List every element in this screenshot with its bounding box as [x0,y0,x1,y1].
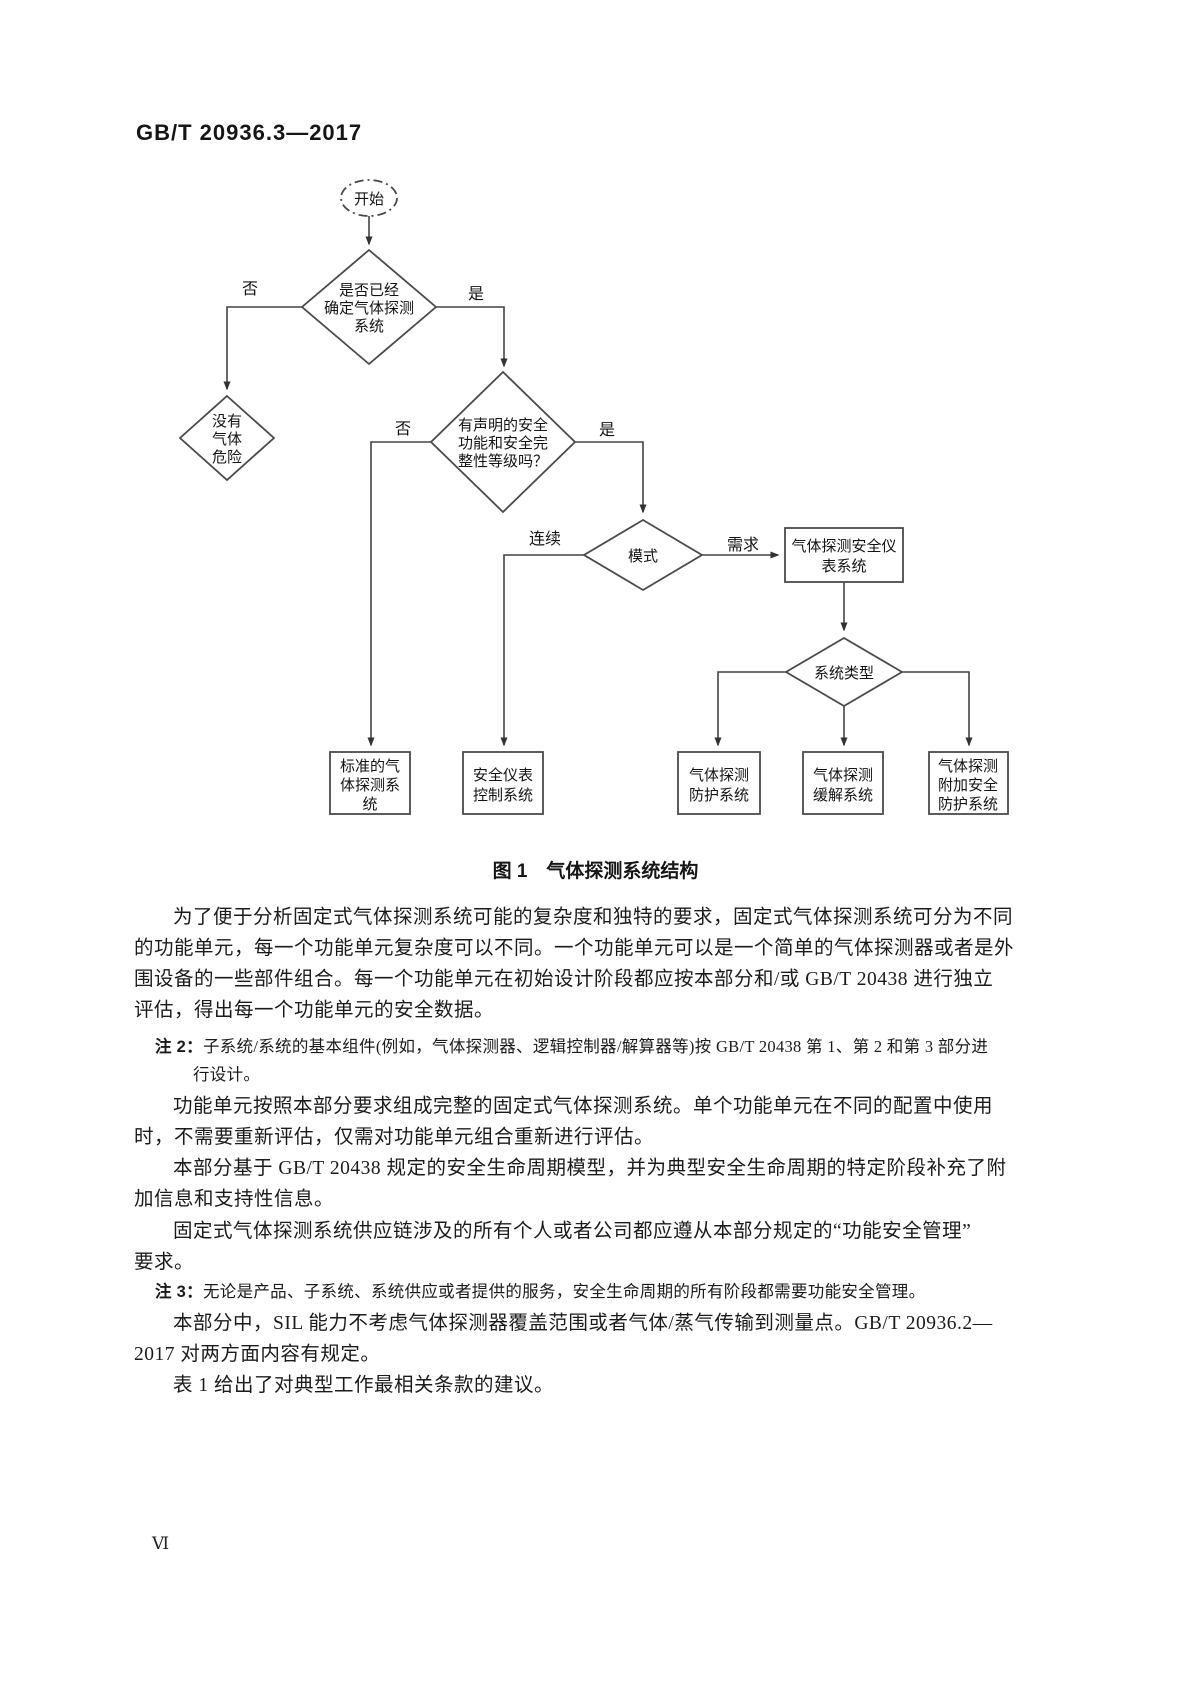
box-mitigation-line1: 气体探测 [813,767,873,784]
text-line: 表 1 给出了对典型工作最相关条款的建议。 [173,1375,555,1396]
paragraph-3: 本部分基于 GB/T 20438 规定的安全生命周期模型，并为典型安全生命周期的… [134,1153,1064,1215]
text-line: 功能单元按照本部分要求组成完整的固定式气体探测系统。单个功能单元在不同的配置中使… [173,1096,994,1117]
note-line: 注 2：子系统/系统的基本组件(例如，气体探测器、逻辑控制器/解算器等)按 GB… [155,1033,1065,1061]
box-standard-gas-detection-system [329,751,411,815]
note-2: 注 2：子系统/系统的基本组件(例如，气体探测器、逻辑控制器/解算器等)按 GB… [155,1033,1065,1088]
text-line: 加信息和支持性信息。 [134,1189,335,1210]
box-gas-detection-protection-system [677,751,761,815]
text-line: 围设备的一些部件组合。每一个功能单元在初始设计阶段都应按本部分和/或 GB/T … [134,969,994,990]
text-line: 为了便于分析固定式气体探测系统可能的复杂度和独特的要求，固定式气体探测系统可分为… [173,907,1014,928]
decision-declared-sil [429,370,577,514]
paragraph-4: 固定式气体探测系统供应链涉及的所有个人或者公司都应遵从本部分规定的“功能安全管理… [134,1216,1064,1278]
text-line: 的功能单元，每一个功能单元复杂度可以不同。一个功能单元可以是一个简单的气体探测器… [134,938,1015,959]
note-label: 注 2： [155,1038,203,1056]
edge-type-to-additional [902,671,973,747]
box-additional-line2: 附加安全 [938,776,998,794]
text-line: 固定式气体探测系统供应链涉及的所有个人或者公司都应遵从本部分规定的“功能安全管理… [173,1221,972,1242]
paragraph-5: 本部分中，SIL 能力不考虑气体探测器覆盖范围或者气体/蒸气传输到测量点。GB/… [134,1308,1064,1370]
result-no-gas-hazard [178,394,276,482]
edge-yes-to-mode [575,441,647,514]
paragraph-2: 功能单元按照本部分要求组成完整的固定式气体探测系统。单个功能单元在不同的配置中使… [134,1091,1064,1153]
box-standard-line3: 统 [362,796,377,813]
no-gas-hazard-line3: 危险 [212,449,242,466]
decision-system-identified-line2: 确定气体探测 [324,300,414,317]
box-sic-line2: 控制系统 [473,787,533,804]
start-terminator [340,179,398,217]
box-protection-line1: 气体探测 [689,767,749,784]
box-gas-detection-sis-line1: 气体探测安全仪 [791,537,896,555]
edge-continuous-to-sic [500,554,584,747]
paragraph-6: 表 1 给出了对典型工作最相关条款的建议。 [134,1370,1064,1401]
edge-label-no-2: 否 [395,421,411,438]
note-line: 行设计。 [193,1065,261,1084]
edge-yes-to-sil-decision [436,306,508,368]
text-line: 评估，得出每一个功能单元的安全数据。 [134,1000,495,1021]
edge-no-to-no-hazard [223,306,302,391]
note-text: 子系统/系统的基本组件(例如，气体探测器、逻辑控制器/解算器等)按 GB/T 2… [202,1037,989,1056]
edge-label-no-1: 否 [242,281,258,298]
box-additional-line1: 气体探测 [938,758,998,775]
box-additional-line3: 防护系统 [938,796,998,813]
decision-declared-sil-line1: 有声明的安全 [458,416,548,434]
no-gas-hazard-line1: 没有 [212,413,242,430]
figure-flowchart: 开始 是否已经 确定气体探测 系统 否 是 没有 气体 危险 有声明的安全 功能… [178,179,1009,815]
decision-mode [582,518,704,592]
box-sic-line1: 安全仪表 [473,766,533,784]
text-line: 时，不需要重新评估，仅需对功能单元组合重新进行评估。 [134,1127,655,1148]
decision-system-identified-line3: 系统 [354,318,384,335]
decision-system-identified [300,248,438,366]
edge-label-demand: 需求 [727,536,759,554]
text-line: 要求。 [134,1252,195,1273]
edge-label-continuous: 连续 [529,530,561,548]
edge-label-yes-1: 是 [468,286,484,303]
box-standard-line2: 体探测系 [340,777,400,794]
box-gas-detection-additional-safety-system [928,751,1009,815]
note-label: 注 3： [155,1283,203,1301]
text-line: 本部分基于 GB/T 20438 规定的安全生命周期模型，并为典型安全生命周期的… [173,1158,1007,1179]
edge-no-to-standard-system [367,441,431,747]
decision-declared-sil-line3: 整性等级吗？ [458,452,548,470]
decision-system-identified-line1: 是否已经 [339,282,399,299]
standard-number-header: GB/T 20936.3—2017 [136,120,363,145]
figure-caption: 图 1 气体探测系统结构 [492,861,699,882]
decision-mode-label: 模式 [628,548,658,565]
no-gas-hazard-line2: 气体 [212,431,242,448]
box-standard-line1: 标准的气 [340,758,400,775]
box-protection-line2: 防护系统 [689,787,749,804]
decision-declared-sil-line2: 功能和安全完 [458,434,548,452]
note-line: 注 3：无论是产品、子系统、系统供应或者提供的服务，安全生命周期的所有阶段都需要… [155,1278,1065,1306]
page-number: Ⅵ [152,1534,170,1553]
note-3: 注 3：无论是产品、子系统、系统供应或者提供的服务，安全生命周期的所有阶段都需要… [155,1278,1065,1306]
paragraph-1: 为了便于分析固定式气体探测系统可能的复杂度和独特的要求，固定式气体探测系统可分为… [134,902,1064,1026]
edge-type-to-protection [714,671,786,747]
text-line: 2017 对两方面内容有规定。 [134,1344,381,1365]
box-safety-instrumented-control-system [462,751,544,815]
note-text: 无论是产品、子系统、系统供应或者提供的服务，安全生命周期的所有阶段都需要功能安全… [202,1282,926,1301]
box-mitigation-line2: 缓解系统 [813,787,873,804]
box-gas-detection-mitigation-system [802,751,884,815]
decision-system-type [784,636,904,708]
edge-label-yes-2: 是 [599,422,615,439]
text-line: 本部分中，SIL 能力不考虑气体探测器覆盖范围或者气体/蒸气传输到测量点。GB/… [173,1313,993,1334]
start-label: 开始 [354,191,384,208]
box-gas-detection-sis [784,527,904,583]
box-gas-detection-sis-line2: 表系统 [821,558,866,575]
decision-system-type-label: 系统类型 [814,665,874,682]
